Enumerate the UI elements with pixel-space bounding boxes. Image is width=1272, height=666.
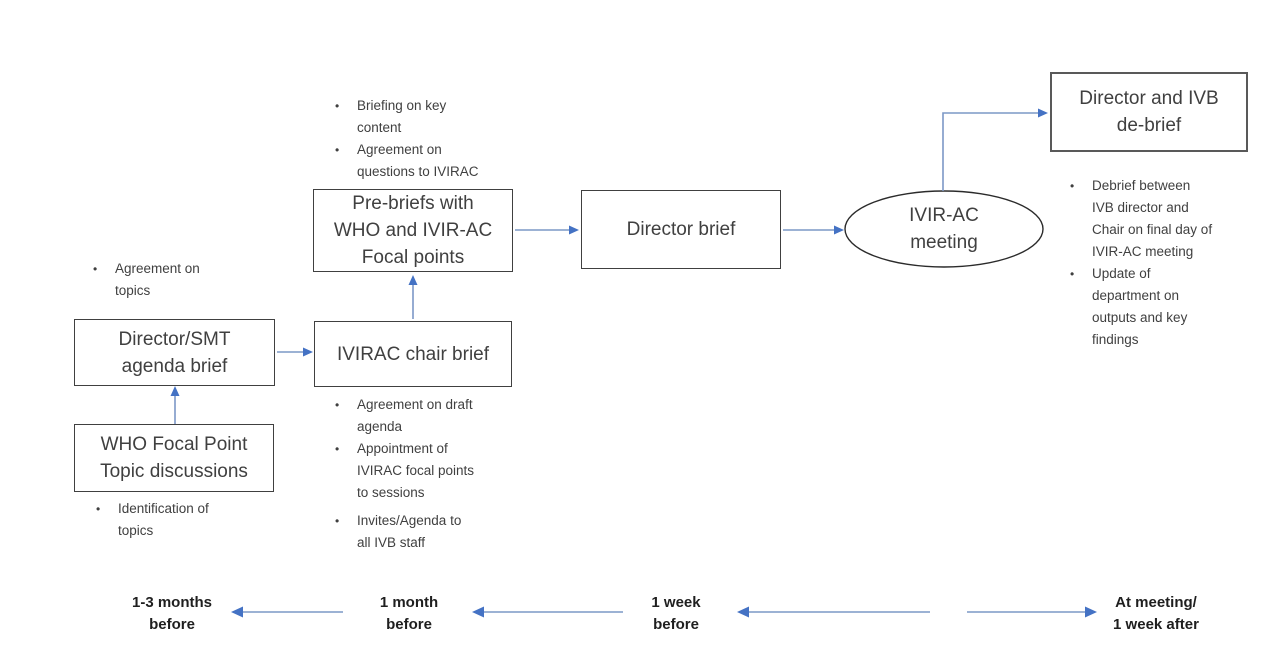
notes-debrief: Debrief between IVB director and Chair o…	[1064, 175, 1249, 351]
node-pre-briefs: Pre-briefs with WHO and IVIR-AC Focal po…	[313, 189, 513, 272]
note-item: Appointment of IVIRAC focal points to se…	[329, 438, 514, 504]
note-item: Debrief between IVB director and Chair o…	[1064, 175, 1249, 263]
arrow-prebriefs-to-director	[515, 225, 579, 235]
node-who-focal-point: WHO Focal Point Topic discussions	[74, 424, 274, 492]
timeline-label-at-meeting: At meeting/ 1 week after	[1113, 594, 1199, 633]
node-ivirac-chair-brief-label: IVIRAC chair brief	[336, 343, 490, 365]
note-item: Update of department on outputs and key …	[1064, 263, 1249, 351]
timeline-label-1-week-before: 1 week before	[651, 594, 701, 633]
note-item: Invites/Agenda to all IVB staff	[329, 510, 514, 554]
notes-identification-of-topics: Identification of topics	[90, 498, 260, 542]
note-item: Agreement on draft agenda	[329, 394, 514, 438]
timeline-arrow-1	[231, 606, 343, 618]
timeline-label-1-month-before: 1 month before	[379, 594, 439, 633]
node-director-smt-agenda-brief: Director/SMT agenda brief	[74, 319, 275, 386]
note-item: Briefing on key content	[329, 95, 514, 139]
arrow-meeting-to-debrief	[942, 108, 1048, 191]
timeline-label-1-3-months-before: 1-3 months before	[131, 594, 212, 633]
node-director-brief-label: Director brief	[626, 219, 736, 240]
note-item: Agreement on questions to IVIRAC	[329, 139, 514, 183]
timeline-arrow-3	[737, 606, 930, 618]
note-item: Agreement on topics	[87, 258, 257, 302]
arrow-who-to-director-smt	[170, 386, 180, 424]
notes-agreement-on-topics: Agreement on topics	[87, 258, 257, 302]
note-item: Identification of topics	[90, 498, 260, 542]
timeline-arrow-4	[967, 606, 1097, 618]
node-director-brief: Director brief	[581, 190, 781, 269]
node-ivirac-meeting-label-wrap: IVIR-AC meeting	[864, 202, 1024, 256]
node-pre-briefs-label: Pre-briefs with WHO and IVIR-AC Focal po…	[333, 193, 493, 268]
notes-pre-brief: Briefing on key content Agreement on que…	[329, 95, 514, 183]
node-director-smt-agenda-brief-label: Director/SMT agenda brief	[118, 328, 231, 377]
node-ivirac-chair-brief: IVIRAC chair brief	[314, 321, 512, 387]
arrow-chair-to-prebriefs	[408, 275, 418, 319]
node-director-ivb-debrief: Director and IVB de-brief	[1050, 72, 1248, 152]
node-who-focal-point-label: WHO Focal Point Topic discussions	[100, 434, 248, 482]
arrow-director-to-meeting	[783, 225, 844, 235]
arrow-smt-to-chair	[277, 347, 313, 357]
notes-chair-brief: Agreement on draft agenda Appointment of…	[329, 394, 514, 554]
node-director-ivb-debrief-label: Director and IVB de-brief	[1079, 88, 1219, 136]
node-ivirac-meeting-label: IVIR-AC meeting	[909, 205, 979, 253]
